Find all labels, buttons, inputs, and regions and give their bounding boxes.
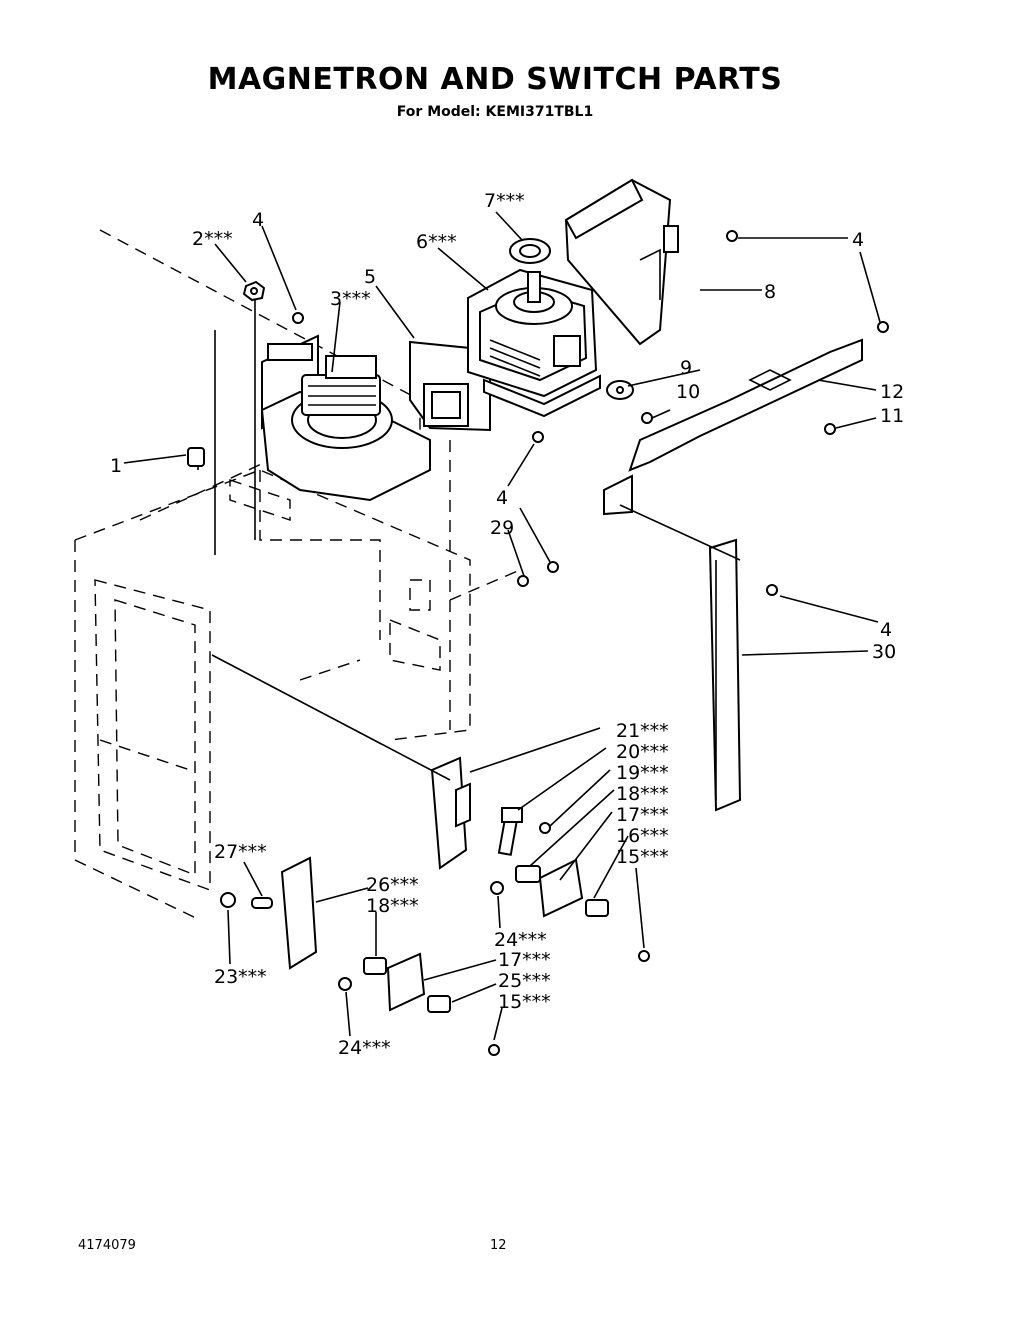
callout-4: 4: [496, 487, 508, 509]
callout-4: 4: [880, 619, 892, 641]
part-fan-motor-assembly: [260, 334, 431, 502]
screw-icon: [292, 230, 889, 596]
callout-18: 18***: [616, 783, 669, 805]
callout-4: 4: [252, 209, 264, 231]
page-title: MAGNETRON AND SWITCH PARTS: [207, 62, 783, 97]
callout-15: 15***: [498, 991, 551, 1013]
model-subtitle: For Model: KEMI371TBL1: [396, 104, 594, 120]
callout-9: 9: [680, 357, 692, 379]
callout-8: 8: [764, 281, 776, 303]
part-long-bracket: [708, 538, 742, 812]
part-nut: [242, 280, 266, 302]
callout-4: 4: [852, 229, 864, 251]
callout-30: 30: [872, 641, 896, 663]
part-magnetron-gasket: [509, 238, 551, 264]
callout-labels: 1 2*** 3*** 4 5 6*** 7*** 8 4 9 10 12 11…: [110, 190, 904, 1059]
part-switch-bracket-lower: [220, 856, 500, 1056]
callout-26: 26***: [366, 874, 419, 896]
page-number: 12: [490, 1238, 507, 1253]
callout-23: 23***: [214, 966, 267, 988]
callout-27: 27***: [214, 841, 267, 863]
part-duct-cover: [564, 178, 679, 346]
callout-24: 24***: [494, 929, 547, 951]
callout-6: 6***: [416, 231, 457, 253]
doc-number: 4174079: [78, 1238, 136, 1253]
callout-25: 25***: [498, 970, 551, 992]
callout-20: 20***: [616, 741, 669, 763]
callout-7: 7***: [484, 190, 525, 212]
callout-1: 1: [110, 455, 122, 477]
part-switch-bracket-upper: [430, 756, 650, 962]
callout-3: 3***: [330, 288, 371, 310]
callout-18: 18***: [366, 895, 419, 917]
callout-12: 12: [880, 381, 904, 403]
callout-5: 5: [364, 266, 376, 288]
part-magnetron: [467, 268, 601, 418]
callout-21: 21***: [616, 720, 669, 742]
leader-lines: [123, 211, 881, 1041]
part-thermal-protector: [606, 380, 634, 400]
callout-19: 19***: [616, 762, 669, 784]
part-thermal-cutout: [187, 447, 205, 470]
callout-10: 10: [676, 381, 700, 403]
callout-17: 17***: [498, 949, 551, 971]
callout-16: 16***: [616, 825, 669, 847]
callout-2: 2***: [192, 228, 233, 250]
callout-11: 11: [880, 405, 904, 427]
callout-17: 17***: [616, 804, 669, 826]
part-bracket: [603, 338, 863, 516]
callout-29: 29: [490, 517, 514, 539]
callout-15: 15***: [616, 846, 669, 868]
callout-24: 24***: [338, 1037, 391, 1059]
